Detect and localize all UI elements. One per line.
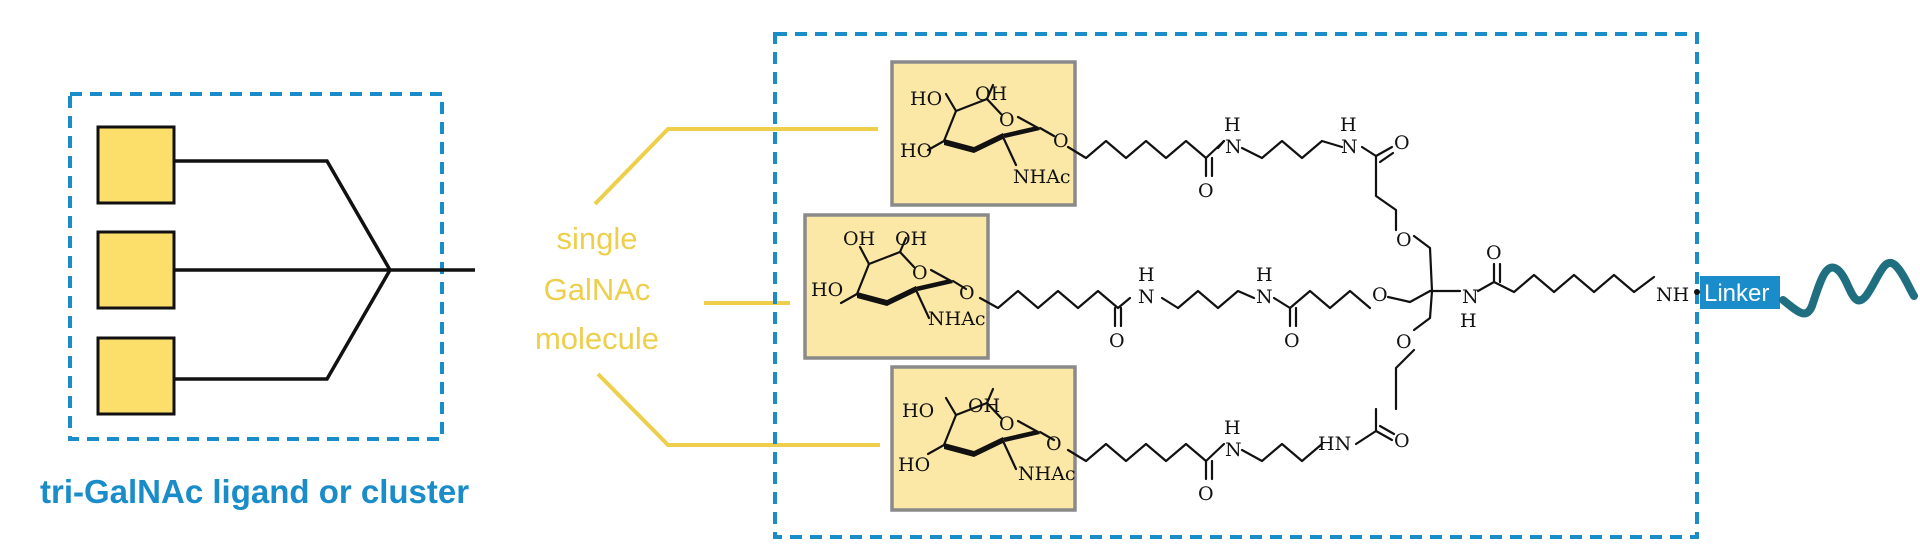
atom-label: O <box>1396 229 1412 251</box>
atom-label: O <box>1284 330 1300 352</box>
atom-label: NHAc <box>1013 166 1071 188</box>
linker-group: Linker <box>1694 259 1918 318</box>
atom-label: H <box>1224 417 1241 439</box>
linker-dot <box>1694 289 1700 295</box>
galnac-unit-square-2 <box>96 230 176 310</box>
atom-label: N <box>1462 286 1479 308</box>
atom-label: N <box>1256 286 1273 308</box>
chain-middle: O N H N H O O <box>978 264 1432 352</box>
atom-label: O <box>1396 331 1412 353</box>
atom-label: OH <box>968 395 1000 417</box>
atom-label: O <box>1394 132 1410 154</box>
atom-label: N <box>1225 136 1242 158</box>
galnac-ring-top: HO OH O HO NHAc O <box>900 83 1071 188</box>
galnac-box-middle <box>803 213 990 360</box>
atom-label: HO <box>898 454 930 476</box>
callout-label-line2: GalNAc <box>544 272 651 307</box>
atom-label: OH <box>895 228 927 250</box>
atom-label: H <box>1460 310 1477 332</box>
atom-label: O <box>1198 483 1214 505</box>
linker-badge <box>1700 276 1780 309</box>
callout-label-line3: molecule <box>535 321 659 356</box>
galnac-ring-bottom: HO OH O HO NHAc O <box>898 387 1076 485</box>
schematic-caption: tri-GalNAc ligand or cluster <box>40 473 469 510</box>
atom-label: H <box>1138 264 1155 286</box>
structure-dashed-frame <box>773 32 1699 539</box>
atom-label: OH <box>975 83 1007 105</box>
atom-label: HN <box>1318 433 1351 455</box>
oligonucleotide-helix <box>1779 259 1918 318</box>
schematic-dashed-frame <box>68 92 444 441</box>
atom-label: H <box>1340 114 1357 136</box>
atom-label: H <box>1256 264 1273 286</box>
atom-label: HO <box>902 400 934 422</box>
atom-label: NH <box>1656 284 1689 306</box>
linker-label: Linker <box>1704 280 1769 307</box>
callout-group: single GalNAc molecule <box>535 127 880 447</box>
galnac-box-bottom <box>890 365 1077 512</box>
atom-label: O <box>912 262 928 284</box>
atom-label: O <box>1109 330 1125 352</box>
atom-label: HO <box>910 88 942 110</box>
atom-label: O <box>1198 180 1214 202</box>
galnac-unit-square-1 <box>96 125 176 205</box>
atom-label: N <box>1341 136 1358 158</box>
atom-label: H <box>1224 114 1241 136</box>
atom-label: O <box>1046 433 1062 455</box>
galnac-box-top <box>890 60 1077 207</box>
atom-label: HO <box>811 279 843 301</box>
core-scaffold: O O N H O NH <box>1374 176 1689 411</box>
chain-top: O N H N H O <box>1066 114 1410 202</box>
atom-label: O <box>959 282 975 304</box>
callout-label-line1: single <box>557 221 638 256</box>
atom-label: O <box>999 413 1015 435</box>
atom-label: N <box>1225 439 1242 461</box>
atom-label: NHAc <box>1018 463 1076 485</box>
atom-label: HO <box>900 140 932 162</box>
callout-line-bottom <box>596 372 880 447</box>
chain-bottom: O N H HN O <box>1066 407 1410 505</box>
callout-line-top <box>593 127 878 206</box>
atom-label: NHAc <box>928 308 986 330</box>
branch-line-top <box>174 159 392 271</box>
galnac-ring-middle: OH OH O HO NHAc O <box>811 228 986 330</box>
atom-label: OH <box>843 228 875 250</box>
atom-label: O <box>1486 242 1502 264</box>
galnac-unit-square-3 <box>96 336 176 416</box>
atom-label: O <box>1053 130 1069 152</box>
atom-label: O <box>1394 430 1410 452</box>
atom-label: O <box>1372 284 1388 306</box>
schematic-panel: tri-GalNAc ligand or cluster <box>40 92 475 510</box>
atom-label: O <box>999 109 1015 131</box>
branch-line-bottom <box>174 269 392 381</box>
atom-label: N <box>1138 286 1155 308</box>
